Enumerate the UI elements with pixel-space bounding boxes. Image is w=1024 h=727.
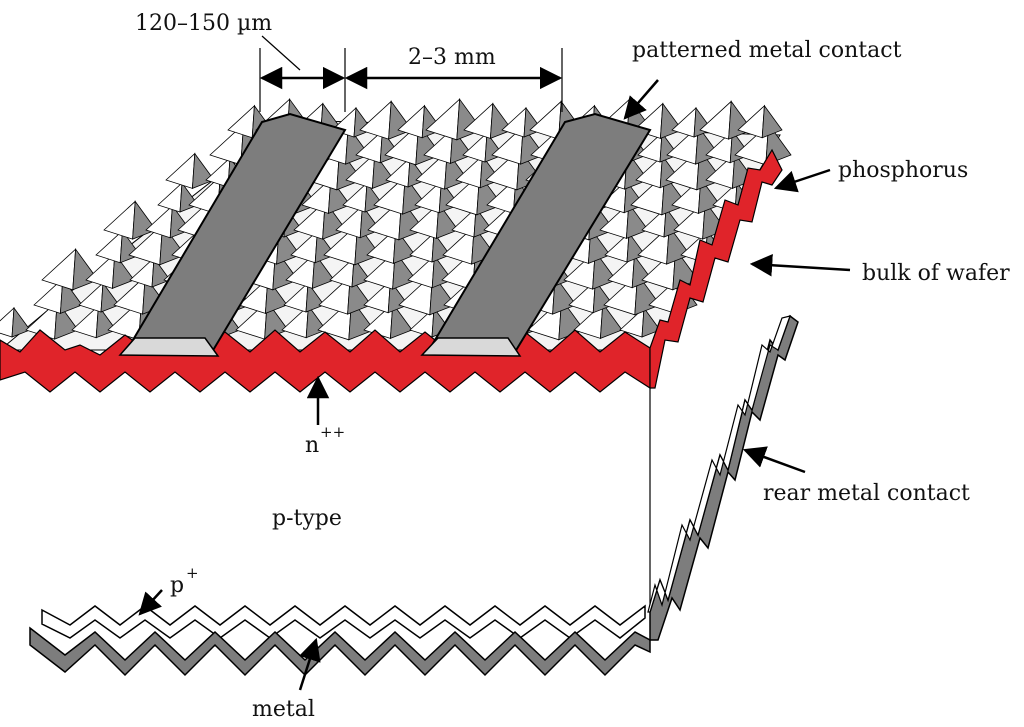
label-p-sup: + [186,564,199,582]
metal-finger-left [118,112,347,357]
pyramid-face-shaded [11,306,31,338]
pyramid-face-shaded [389,302,413,340]
label-finger-width: 120–150 µm [135,11,272,36]
pyramid-face [157,182,183,213]
arrow-patterned-contact [623,79,659,120]
pyramid-face [227,104,255,139]
dimension-markers [259,35,563,112]
label-patterned-contact: patterned metal contact [632,38,902,63]
p-plus-layer [41,604,646,639]
arrow-metal [298,637,321,691]
pyramid-face [103,200,136,240]
pyramid-face-shaded [311,252,335,290]
arrow-bulk [749,254,851,277]
pyramid-face [41,248,77,291]
pyramid-face [165,152,196,189]
arrow-phosphorus [773,168,831,193]
label-p: p [170,573,184,598]
label-rear-contact: rear metal contact [763,481,970,506]
rear-contact-rise [649,314,799,641]
arrow-rear-contact [742,446,806,474]
rear-p-plus-rise [647,315,791,613]
pyramid-face [95,229,123,264]
label-metal: metal [252,697,315,722]
arrow-p-plus [138,589,163,616]
label-finger-spacing: 2–3 mm [408,45,496,70]
rear-metal-layer [29,626,651,677]
label-bulk: bulk of wafer [862,261,1010,286]
label-n-sup: ++ [320,423,345,441]
label-p-type: p-type [272,506,342,531]
metal-finger-right [420,112,652,357]
pyramid-face-shaded [599,302,623,340]
label-n: n [305,433,319,458]
pyramid-face-shaded [761,104,783,139]
label-phosphorus: phosphorus [838,158,968,183]
pyramid-face-shaded [641,306,661,338]
